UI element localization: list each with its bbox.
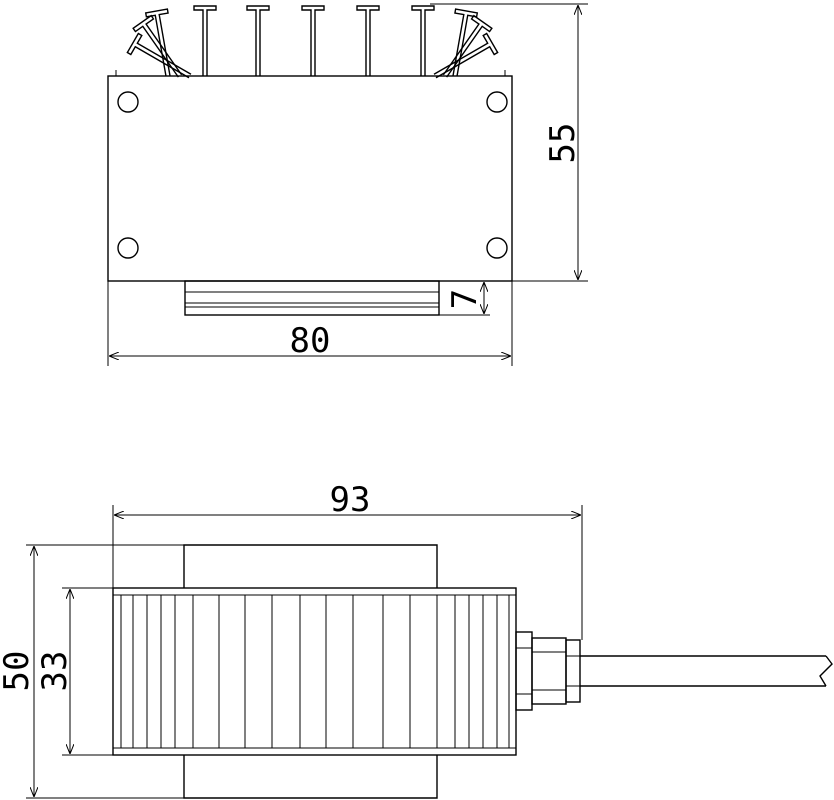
- fin-straight: [193, 5, 217, 76]
- fin-straight: [301, 5, 325, 76]
- dim-label-7: 7: [445, 289, 485, 309]
- fin-angled: [433, 32, 499, 79]
- mounting-hole-bottom-left: [117, 237, 139, 259]
- bottom-slot: [184, 280, 440, 316]
- fin-straight: [356, 5, 380, 76]
- dim-label-55: 55: [543, 123, 583, 164]
- fin-straight: [246, 5, 270, 76]
- cable-gland: [515, 631, 581, 711]
- top-view: 55 7 80: [107, 3, 588, 366]
- mounting-hole-top-right: [486, 91, 508, 113]
- mounting-hole-bottom-right: [486, 237, 508, 259]
- dim-label-33: 33: [35, 651, 75, 692]
- dimension-93: 93: [112, 480, 583, 640]
- heatsink-fins: [126, 5, 499, 79]
- dimension-50: 50: [0, 544, 184, 799]
- flange-plate: [183, 544, 438, 799]
- dim-label-80: 80: [290, 321, 331, 361]
- top-view-body: [107, 75, 513, 282]
- fin-angled: [144, 8, 171, 77]
- fin-angled: [126, 32, 192, 79]
- dim-label-93: 93: [330, 480, 371, 520]
- ribbed-body: [112, 587, 517, 756]
- dimension-80: 80: [107, 281, 513, 366]
- cable: [580, 655, 833, 687]
- fin-angled: [442, 14, 493, 78]
- dim-label-50: 50: [0, 651, 37, 692]
- side-view: 93 50 33: [0, 480, 833, 799]
- fin-straight: [411, 5, 435, 76]
- fin-angled: [132, 14, 183, 78]
- body-ribs: [120, 595, 510, 748]
- mounting-hole-top-left: [117, 91, 139, 113]
- fin-angled: [452, 8, 479, 77]
- dimension-55: 55: [430, 3, 588, 282]
- dimension-33: 33: [35, 587, 113, 756]
- dimension-7: 7: [439, 283, 490, 316]
